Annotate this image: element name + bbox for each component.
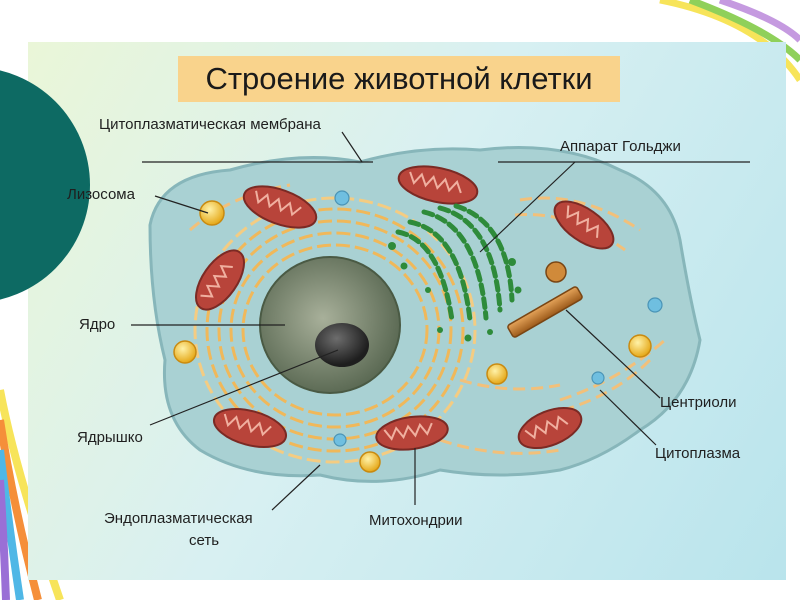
nucleolus: [315, 323, 369, 367]
slide-title: Строение животной клетки: [178, 56, 620, 102]
label-cytoplasm: Цитоплазма: [655, 445, 740, 463]
label-mitochondria: Митохондрии: [369, 512, 463, 530]
label-nucleolus: Ядрышко: [77, 429, 143, 447]
label-golgi: Аппарат Гольджи: [560, 138, 681, 156]
membrane-pointer: [342, 132, 362, 162]
label-nucleus: Ядро: [79, 316, 115, 334]
label-er-line1: Эндоплазматическая: [104, 510, 253, 528]
decorative-circle: [0, 67, 90, 303]
label-centrioles: Центриоли: [660, 394, 736, 412]
label-er-line2: сеть: [189, 532, 219, 550]
label-membrane: Цитоплазматическая мембрана: [99, 116, 321, 134]
label-lysosome: Лизосома: [67, 186, 135, 204]
